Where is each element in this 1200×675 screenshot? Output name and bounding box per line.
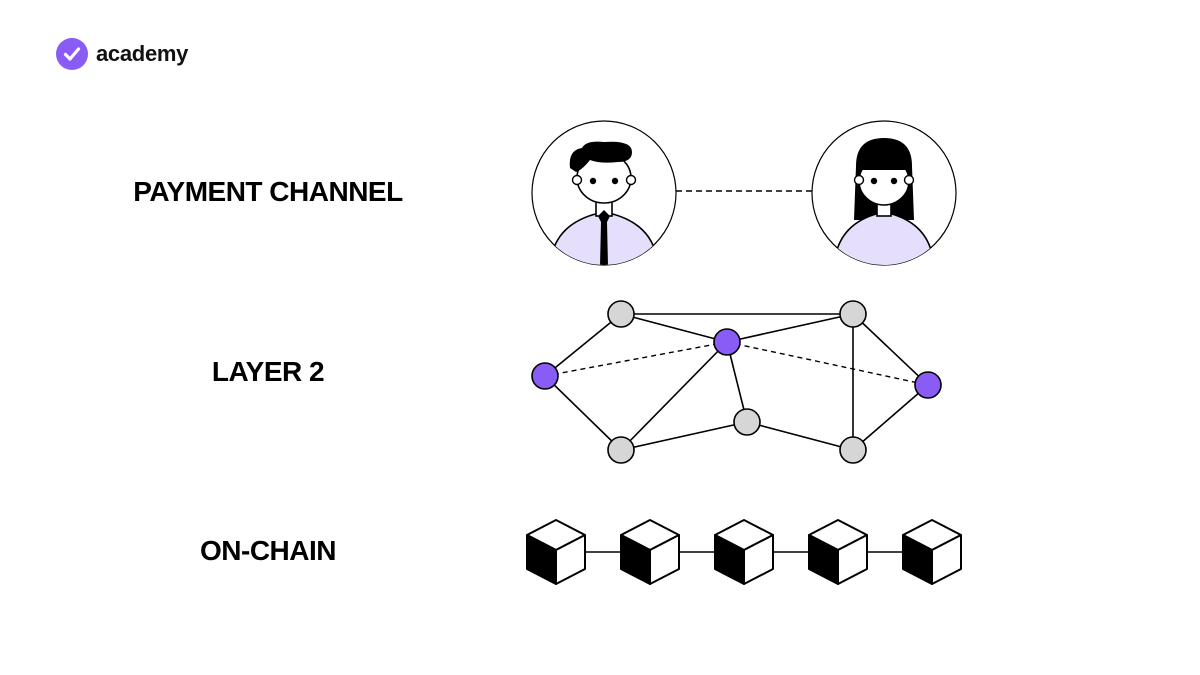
network-edge	[852, 384, 929, 451]
network-node	[839, 436, 867, 464]
on-chain-label: ON-CHAIN	[200, 535, 337, 566]
woman-avatar-icon	[811, 120, 957, 266]
network-node	[733, 408, 761, 436]
network-edge	[746, 421, 854, 451]
network-node	[607, 436, 635, 464]
cube-icon	[902, 519, 962, 585]
highlighted-node	[713, 328, 741, 356]
network-edge	[620, 313, 728, 343]
route-edge-dashed	[544, 341, 728, 377]
route-edge-dashed	[726, 341, 929, 386]
blockchain	[526, 519, 962, 585]
layer2-label: LAYER 2	[211, 356, 325, 387]
cube-icon	[526, 519, 586, 585]
layer2-network	[531, 300, 942, 464]
payment-channel-label: PAYMENT CHANNEL	[133, 176, 403, 207]
cube-icon	[714, 519, 774, 585]
network-edge	[544, 375, 622, 451]
network-edge	[620, 341, 728, 451]
network-edge	[726, 313, 854, 343]
highlighted-node	[914, 371, 942, 399]
cube-icon	[808, 519, 868, 585]
highlighted-node	[531, 362, 559, 390]
brand-logo: academy	[56, 38, 188, 70]
brand-name: academy	[96, 41, 189, 66]
network-edge	[620, 421, 748, 451]
network-node	[839, 300, 867, 328]
payment-channel-diagram	[531, 120, 957, 266]
network-edge	[544, 313, 622, 377]
cube-icon	[620, 519, 680, 585]
network-node	[607, 300, 635, 328]
network-edge	[852, 313, 929, 386]
check-badge-icon	[56, 38, 88, 70]
man-avatar-icon	[531, 120, 677, 266]
